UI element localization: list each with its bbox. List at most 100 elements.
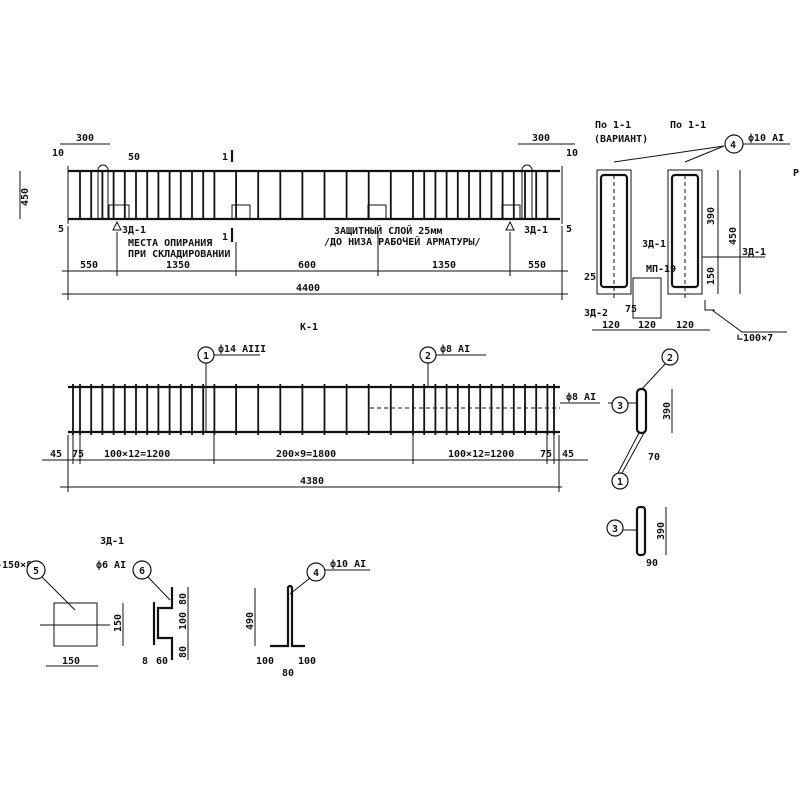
support-mark [112, 220, 122, 231]
plate-label: -150×8 [0, 560, 32, 571]
position-number: 3 [617, 401, 623, 412]
dim-label: 45 [562, 449, 574, 460]
support-block [632, 277, 662, 319]
dim-label: 300 [532, 133, 550, 144]
position-number: 4 [313, 568, 319, 579]
frame-k1: К-1 ф8 АI 1 ф14 АIII 2 ф8 АI 45 75 100×1… [42, 322, 679, 569]
bar-label: ф14 АIII [218, 343, 266, 355]
dim-label: 300 [76, 133, 94, 144]
hook-bar-shape [270, 584, 305, 648]
position-number: 5 [33, 566, 39, 577]
dim-label: 80 [282, 668, 294, 679]
dim-label: 390 [662, 402, 673, 420]
dim-label: 5 [58, 224, 64, 235]
embed-title: ЗД-1 [100, 536, 124, 547]
bar-label: ф10 АI [748, 132, 784, 144]
embed-plate [501, 204, 521, 220]
embed-plate [367, 204, 387, 220]
beam-elevation: 1 1 300 300 10 10 50 450 5 5 ЗД-1 ЗД-1 М… [19, 133, 578, 300]
embed-plate [108, 204, 130, 220]
position-number: 1 [203, 351, 209, 362]
embed-label: ЗД-1 [524, 225, 548, 236]
embed-label: ЗД-1 [642, 239, 666, 250]
dim-label: 75 [625, 304, 637, 315]
dim-label: 90 [646, 558, 658, 569]
dim-label: 150 [62, 656, 80, 667]
position-marker [611, 396, 629, 414]
dim-label: 100 [178, 612, 189, 630]
embed-label: ЗД-1 [742, 247, 766, 258]
section-mark: 1 [222, 232, 228, 243]
dim-label: 100 [298, 656, 316, 667]
cross-sections: По 1-1 (ВАРИАНТ) По 1-1 4 ф10 АI Р ЗД-1 … [584, 120, 799, 344]
dim-label: 75 [72, 449, 84, 460]
dim-label: 450 [728, 227, 739, 245]
span-dim: 1350 [166, 260, 190, 271]
dim-label: 25 [584, 272, 596, 283]
dim-label: 80 [178, 593, 189, 605]
position-number: 2 [425, 351, 431, 362]
dim-label: 150 [706, 267, 717, 285]
span-dim: 550 [80, 260, 98, 271]
dim-label: 10 [52, 148, 64, 159]
position-number: 1 [617, 477, 623, 488]
support-note: ПРИ СКЛАДИРОВАНИИ [128, 249, 230, 260]
position-number: 6 [139, 566, 145, 577]
bar-label: ф8 АI [440, 343, 470, 355]
frame-section [635, 387, 648, 435]
dim-label: 100×12=1200 [104, 449, 170, 460]
cover-note: /ДО НИЗА РАБОЧЕЙ АРМАТУРЫ/ [324, 235, 481, 248]
position-marker [606, 519, 624, 537]
cropped-letter: Р [793, 168, 799, 179]
dim-label: 8 [142, 656, 148, 667]
section-title: По 1-1 [595, 120, 631, 131]
mp-label: МП-19 [646, 264, 676, 275]
anchor-shape [156, 587, 174, 660]
lifting-loop-right [521, 164, 533, 219]
embed-label: ЗД-1 [122, 225, 146, 236]
position-marker [26, 560, 46, 580]
dim-label: 45 [50, 449, 62, 460]
position-marker [132, 560, 152, 580]
dim-label: 60 [156, 656, 168, 667]
dim-label: 75 [540, 449, 552, 460]
total-dim: 4380 [300, 476, 324, 487]
bar-label: ф6 АI [96, 559, 126, 571]
position-marker [306, 562, 326, 582]
embed-label: ЗД-2 [584, 308, 608, 319]
dim-label: 70 [648, 452, 660, 463]
bar-label: ф8 АI [566, 391, 596, 403]
dim-label: 200×9=1800 [276, 449, 336, 460]
position-number: 2 [667, 353, 673, 364]
angle-label: ∟100×7 [737, 333, 773, 344]
position-number: 4 [730, 140, 736, 151]
total-dim: 4400 [296, 283, 320, 294]
dim-label: 5 [566, 224, 572, 235]
position-number: 3 [612, 524, 618, 535]
stirrup-shape [635, 505, 647, 557]
section-title: По 1-1 [670, 120, 706, 131]
dim-label: 10 [566, 148, 578, 159]
span-dim: 550 [528, 260, 546, 271]
support-mark [505, 220, 515, 231]
embed-plate [231, 204, 251, 220]
position-marker [661, 348, 679, 366]
position-marker [611, 472, 629, 490]
cover-note: ЗАЩИТНЫЙ СЛОЙ 25мм [334, 224, 442, 237]
dim-label: 450 [20, 188, 31, 206]
section-mark: 1 [222, 152, 228, 163]
frame-title: К-1 [300, 322, 318, 333]
span-dim: 1350 [432, 260, 456, 271]
dim-label: 490 [245, 612, 256, 630]
frame-stirrups [72, 384, 555, 435]
dim-label: 120 [638, 320, 656, 331]
bar-label: ф10 АI [330, 558, 366, 570]
dim-label: 100 [256, 656, 274, 667]
angle-leader [704, 300, 787, 333]
dim-label: 390 [706, 207, 717, 225]
span-dim: 600 [298, 260, 316, 271]
dim-label: 120 [602, 320, 620, 331]
support-note: МЕСТА ОПИРАНИЯ [128, 238, 212, 249]
